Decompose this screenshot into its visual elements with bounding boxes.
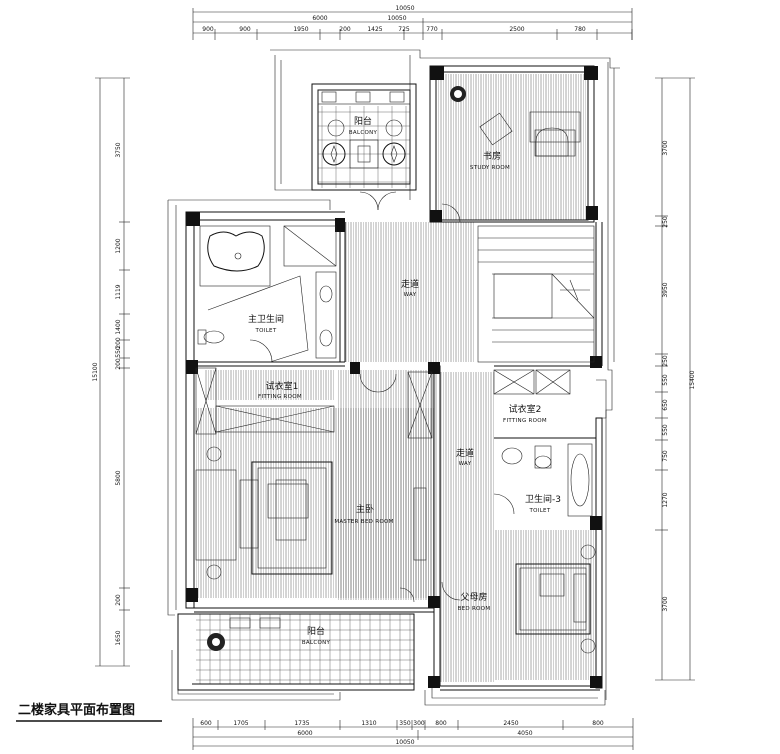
top-dim-seg-1: 900 bbox=[202, 26, 214, 33]
master-bed bbox=[195, 446, 333, 580]
room-corridor-top-cn: 走道 bbox=[401, 278, 419, 290]
top-dim-seg-6: 725 bbox=[398, 26, 410, 33]
bottom-balcony-furniture bbox=[207, 617, 281, 651]
right-dim-seg-9: 1270 bbox=[662, 492, 669, 507]
parents-bed bbox=[515, 544, 596, 654]
balcony-table-set bbox=[317, 89, 411, 169]
exterior-outlines bbox=[167, 49, 620, 706]
bath-partition bbox=[207, 275, 309, 363]
top-overall-dim-1: 10050 bbox=[395, 5, 414, 12]
left-dim-seg-7: 200 bbox=[115, 358, 122, 370]
bottom-dim-seg-5: 350 bbox=[399, 720, 411, 727]
right-dim-seg-1: 3700 bbox=[662, 140, 669, 155]
top-dimension-lines bbox=[192, 8, 633, 40]
right-dim-seg-7: 550 bbox=[662, 424, 669, 436]
room-master-bed-en: MASTER BED ROOM bbox=[334, 519, 393, 525]
bottom-dim-seg-3: 1735 bbox=[294, 720, 309, 727]
room-balcony-bottom-cn: 阳台 bbox=[307, 625, 325, 637]
walls bbox=[177, 65, 603, 691]
vanity-basins bbox=[315, 271, 337, 359]
top-dim-seg-5: 1425 bbox=[367, 26, 382, 33]
room-master-toilet-en: TOILET bbox=[254, 328, 276, 334]
plan-title: 二楼家具平面布置图 bbox=[18, 702, 135, 718]
fitting-room-1-wardrobes bbox=[195, 367, 433, 439]
room-corridor-right-cn: 走道 bbox=[456, 447, 474, 459]
right-dim-seg-3: 3950 bbox=[662, 282, 669, 297]
room-balcony-top-cn: 阳台 bbox=[354, 115, 372, 127]
right-dim-seg-5: 550 bbox=[662, 374, 669, 386]
left-dim-seg-5: 200 bbox=[115, 337, 122, 349]
right-dim-seg-8: 750 bbox=[662, 450, 669, 462]
room-fitting-1-cn: 试衣室1 bbox=[266, 380, 299, 392]
room-master-bed-cn: 主卧 bbox=[356, 503, 374, 515]
right-dimension-lines bbox=[655, 77, 695, 681]
tv-cabinet bbox=[413, 487, 427, 561]
toilet-fixture bbox=[197, 329, 225, 345]
left-dimension-lines bbox=[95, 77, 130, 667]
room-corridor-top-en: WAY bbox=[404, 292, 417, 298]
room-master-toilet-cn: 主卫生间 bbox=[248, 313, 284, 325]
top-dim-seg-9: 780 bbox=[574, 26, 586, 33]
staircase bbox=[477, 225, 595, 363]
left-dim-seg-6: 550 bbox=[115, 346, 122, 358]
room-fitting-2-en: FITTING ROOM bbox=[503, 418, 547, 424]
bath-door-swing bbox=[249, 339, 273, 363]
room-balcony-bottom-en: BALCONY bbox=[302, 640, 331, 646]
top-dim-seg-2: 900 bbox=[239, 26, 251, 33]
top-overall-dim-2: 10050 bbox=[387, 15, 406, 22]
study-plant-icon bbox=[450, 86, 466, 102]
bottom-dimension-lines bbox=[192, 718, 634, 750]
bottom-dim-seg-6: 300 bbox=[413, 720, 425, 727]
left-dim-seg-1: 3750 bbox=[115, 142, 122, 157]
study-desk bbox=[479, 111, 581, 157]
room-fitting-1-en: FITTING ROOM bbox=[258, 394, 302, 400]
room-parents-cn: 父母房 bbox=[460, 591, 487, 603]
top-dim-seg-7: 770 bbox=[426, 26, 438, 33]
right-dim-seg-6: 650 bbox=[662, 399, 669, 411]
bottom-sub-right-dim: 4050 bbox=[517, 730, 532, 737]
right-dim-seg-2: 250 bbox=[662, 216, 669, 228]
bottom-overall-dim: 10050 bbox=[395, 739, 414, 746]
room-corridor-right-en: WAY bbox=[459, 461, 472, 467]
left-dim-seg-3: 1119 bbox=[115, 284, 122, 299]
toilet-3-fixtures bbox=[501, 443, 593, 517]
bottom-dim-seg-4: 1310 bbox=[361, 720, 376, 727]
room-toilet-3-en: TOILET bbox=[528, 508, 550, 514]
right-overall-dim: 15400 bbox=[689, 370, 696, 389]
bottom-dim-seg-8: 2450 bbox=[503, 720, 518, 727]
right-dim-seg-10: 3700 bbox=[662, 596, 669, 611]
bottom-dim-seg-7: 800 bbox=[435, 720, 447, 727]
left-dim-seg-8: 5800 bbox=[115, 470, 122, 485]
bottom-balcony-tile-floor bbox=[196, 614, 414, 684]
room-fitting-2-cn: 试衣室2 bbox=[509, 403, 542, 415]
bottom-dim-seg-2: 1705 bbox=[233, 720, 248, 727]
top-dim-seg-8: 2500 bbox=[509, 26, 524, 33]
top-dim-seg-4: 200 bbox=[339, 26, 351, 33]
left-dim-seg-4: 1400 bbox=[115, 319, 122, 334]
door-swings bbox=[359, 191, 515, 603]
bottom-dim-seg-1: 600 bbox=[200, 720, 212, 727]
room-parents-en: BED ROOM bbox=[458, 606, 491, 612]
bottom-sub-left-dim: 6000 bbox=[297, 730, 312, 737]
room-toilet-3-cn: 卫生间-3 bbox=[525, 493, 561, 505]
wood-floor-areas bbox=[196, 74, 594, 682]
top-sub-left-dim: 6000 bbox=[312, 15, 327, 22]
top-dim-seg-3: 1950 bbox=[293, 26, 308, 33]
left-overall-dim: 15100 bbox=[92, 362, 99, 381]
room-study-cn: 书房 bbox=[483, 150, 501, 162]
left-dim-seg-2: 1200 bbox=[115, 238, 122, 253]
fitting-room-2-wardrobes bbox=[493, 369, 571, 395]
left-dim-seg-10: 1650 bbox=[115, 630, 122, 645]
shower-area bbox=[283, 225, 337, 267]
bathtub bbox=[199, 225, 271, 287]
room-balcony-top-en: BALCONY bbox=[349, 130, 378, 136]
right-dim-seg-4: 250 bbox=[662, 355, 669, 367]
left-dim-seg-9: 200 bbox=[115, 594, 122, 606]
bottom-dim-seg-9: 800 bbox=[592, 720, 604, 727]
room-study-en: STUDY ROOM bbox=[470, 165, 510, 171]
